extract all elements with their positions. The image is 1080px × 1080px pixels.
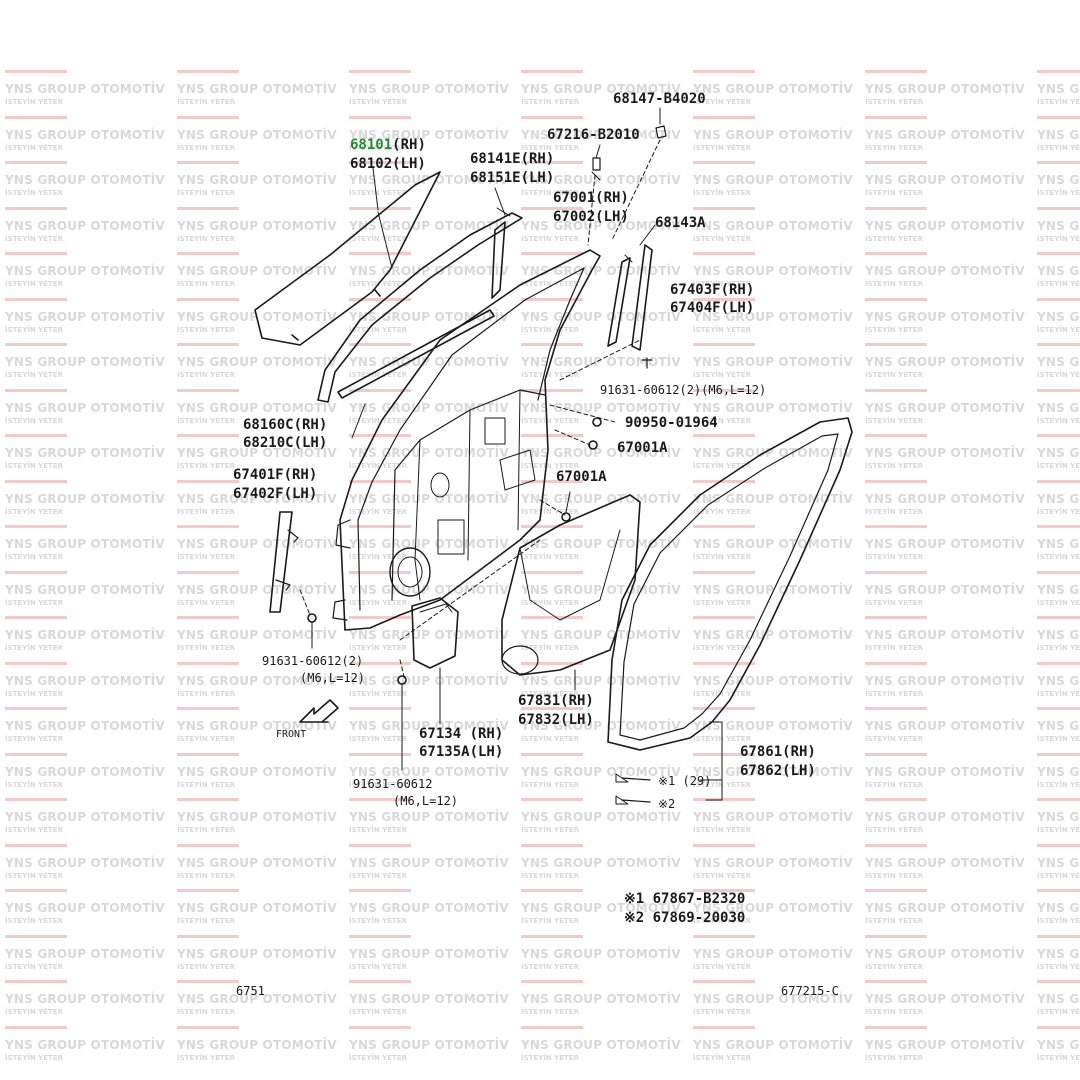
front-lower-channel xyxy=(269,511,293,613)
door-glass xyxy=(254,171,441,346)
part-67403f: 67403F(RH) xyxy=(670,282,755,298)
part-68160c: 68160C(RH) xyxy=(243,417,328,433)
part-91631-bottom-note: (M6,L=12) xyxy=(393,794,459,808)
part-67831: 67831(RH) xyxy=(518,693,594,709)
part-91631-top: 91631-60612(2)(M6,L=12) xyxy=(600,384,766,396)
part-67401f: 67401F(RH) xyxy=(233,467,318,483)
footnote-2: ※2 67869-20030 xyxy=(624,910,746,926)
part-90950: 90950-01964 xyxy=(625,415,718,431)
illustration-code-left: 6751 xyxy=(236,984,265,998)
part-67216: 67216-B2010 xyxy=(547,127,640,143)
part-68151e: 68151E(LH) xyxy=(470,170,555,186)
door-trim-panel xyxy=(501,494,641,676)
part-68101-side: (RH) xyxy=(392,137,426,153)
rear-lower-channel xyxy=(607,257,631,347)
part-67832: 67832(LH) xyxy=(518,712,594,728)
front-label: FRONT xyxy=(276,729,307,740)
part-67862: 67862(LH) xyxy=(740,763,816,779)
part-68147: 68147-B4020 xyxy=(613,91,706,107)
part-67404f: 67404F(LH) xyxy=(670,300,755,316)
part-68101: 68101(RH) xyxy=(350,138,426,152)
part-67861: 67861(RH) xyxy=(740,744,816,760)
part-67402f: 67402F(LH) xyxy=(233,486,318,502)
part-91631-left-note: (M6,L=12) xyxy=(300,671,366,685)
part-68210c: 68210C(LH) xyxy=(243,435,328,451)
part-67001a-upper: 67001A xyxy=(617,440,668,456)
door-weatherstrip xyxy=(607,417,853,751)
illustration-code-right: 677215-C xyxy=(781,984,839,998)
clip-mark-1: ※1 (29) xyxy=(658,774,712,788)
part-68102: 68102(LH) xyxy=(350,156,426,172)
part-67135a: 67135A(LH) xyxy=(419,744,504,760)
part-68143a: 68143A xyxy=(655,215,706,231)
front-arrow xyxy=(299,699,339,723)
part-91631-top-note: (M6,L=12) xyxy=(701,383,767,397)
run-channel xyxy=(317,212,523,403)
part-91631-top-number: 91631-60612(2) xyxy=(600,383,702,397)
part-67001: 67001(RH) xyxy=(553,190,629,206)
part-68101-number: 68101 xyxy=(350,137,393,153)
belt-moulding xyxy=(337,309,495,399)
clip-mark-2: ※2 xyxy=(658,797,676,811)
part-67001a-lower: 67001A xyxy=(556,469,607,485)
part-91631-left: 91631-60612(2) xyxy=(262,654,364,668)
door-frame xyxy=(339,249,601,631)
part-91631-bottom: 91631-60612 xyxy=(353,777,433,791)
service-hole-cover xyxy=(411,597,459,669)
part-67134: 67134 (RH) xyxy=(419,726,504,742)
part-67002: 67002(LH) xyxy=(553,209,629,225)
part-68141e: 68141E(RH) xyxy=(470,151,555,167)
footnote-1: ※1 67867-B2320 xyxy=(624,891,746,907)
